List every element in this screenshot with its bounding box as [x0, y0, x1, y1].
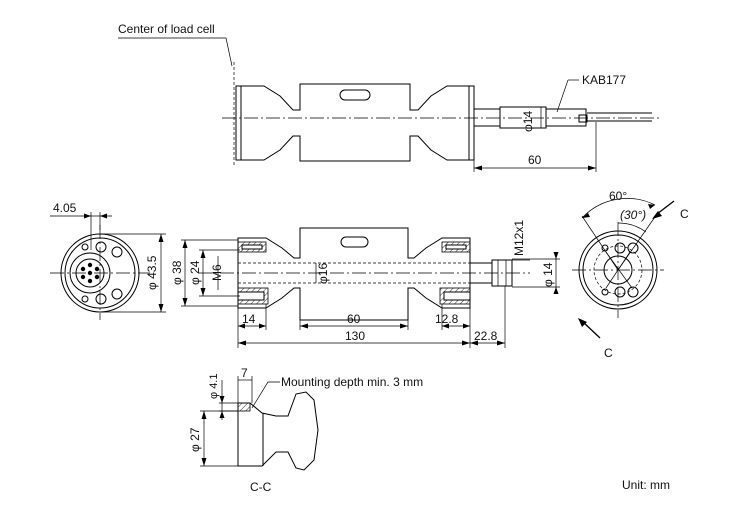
- dia41-arrows: [219, 396, 225, 418]
- angle-30-label: (30°): [620, 208, 646, 222]
- center-leader: [118, 37, 233, 67]
- top-plug: [545, 108, 587, 127]
- angle-60-arrows: [582, 204, 655, 218]
- right-hole-2: [614, 242, 626, 254]
- dim-130-label: 130: [345, 329, 365, 343]
- left-end-view: 4.05 φ 43.5: [50, 201, 166, 320]
- dim-12-8-label: 12.8: [435, 312, 459, 326]
- angle-60-arc: [581, 198, 656, 219]
- top-connector-neck: [473, 108, 501, 127]
- left-bottom-bore: [237, 291, 265, 301]
- right-top-bore: [445, 244, 467, 250]
- left-top-bore: [241, 244, 263, 250]
- mounting-depth-label: Mounting depth min. 3 mm: [281, 375, 423, 389]
- front-body-outline: [237, 227, 471, 321]
- dim14-arrows: [238, 323, 266, 329]
- section-c-bottom-arrow: [578, 318, 587, 327]
- dia-27-label: φ 27: [188, 427, 202, 452]
- left-hole-5: [81, 243, 89, 251]
- dim12-8-arrows: [442, 323, 470, 329]
- connector-pins: [80, 262, 100, 284]
- dia-4-1-label: φ 4.1: [208, 374, 220, 399]
- top-view: Center of load cell KAB177 φ14 60: [118, 22, 660, 172]
- top-body-outline: [235, 83, 475, 162]
- section-c-top-line: [656, 200, 675, 215]
- section-c-top-label: C: [680, 207, 689, 221]
- section-c-bottom-label: C: [604, 346, 613, 360]
- dim-60-mid-label: 60: [347, 312, 361, 326]
- dia-24-label: φ 24: [188, 260, 202, 285]
- mounting-leader: [251, 381, 280, 409]
- offset-label: 4.05: [53, 201, 77, 215]
- section-outline: [237, 391, 319, 471]
- right-hole-6: [627, 286, 639, 298]
- cable-leader: [556, 79, 569, 113]
- right-hole-4: [601, 288, 609, 296]
- cable-length-label: 60: [528, 153, 542, 167]
- m6-label: M6: [210, 264, 224, 281]
- unit-label: Unit: mm: [622, 478, 670, 492]
- center-of-load-cell-label: Center of load cell: [118, 22, 215, 36]
- dia38-arrows: [182, 240, 188, 306]
- section-view: φ 4.1 7 Mounting depth min. 3 mm φ 27 C-…: [188, 366, 423, 494]
- left-hole-3: [95, 293, 107, 305]
- connector-ring: [69, 252, 111, 294]
- dia-14-side-label: φ 14: [541, 262, 555, 287]
- front-view: φ 38 φ 24 M6 φ16 M12x1 φ 14 14 60: [170, 220, 560, 348]
- front-slot: [340, 236, 369, 248]
- angle-60-leg-right: [617, 213, 658, 271]
- left-hole-6: [81, 295, 89, 303]
- dim-7-label: 7: [241, 366, 248, 380]
- right-bottom-bore: [443, 291, 471, 301]
- right-hole-5: [614, 286, 626, 298]
- top-slot: [339, 89, 371, 101]
- dia-38-label: φ 38: [170, 260, 184, 285]
- left-hole-1: [95, 241, 107, 253]
- top-plug-tip: [578, 114, 588, 123]
- dia43-arrows: [158, 234, 164, 312]
- left-hole-2: [111, 246, 123, 258]
- dia-16-label: φ16: [316, 263, 330, 284]
- angle-60-leg-left: [581, 215, 619, 271]
- section-label: C-C: [250, 480, 272, 494]
- dim-22-8-label: 22.8: [474, 329, 498, 343]
- dia-43-label: φ 43.5: [145, 255, 159, 290]
- left-hole-4: [111, 288, 123, 300]
- angle-30-arc: [617, 222, 647, 233]
- right-end-view: 60° (30°) C C: [572, 189, 689, 360]
- section-c-top-arrow: [652, 211, 662, 219]
- dim-14-label: 14: [242, 312, 256, 326]
- angle-60-label: 60°: [609, 189, 627, 203]
- cable-label: KAB177: [582, 73, 626, 87]
- m12-label: M12x1: [512, 220, 526, 256]
- cable-dia-label: φ14: [521, 111, 535, 132]
- section-hatch: [237, 402, 251, 412]
- right-hole-3: [627, 242, 639, 254]
- offset-arrows: [84, 213, 107, 219]
